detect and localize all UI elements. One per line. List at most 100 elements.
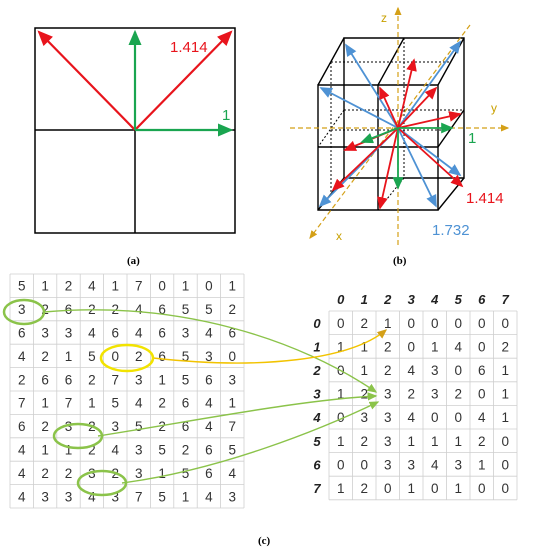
left-grid-cell: 0 xyxy=(205,279,213,294)
left-grid-cell: 1 xyxy=(41,443,49,458)
right-grid-cell: 0 xyxy=(454,410,462,425)
right-grid-cell: 0 xyxy=(431,410,439,425)
left-grid-cell: 3 xyxy=(135,372,143,387)
left-grid-cell: 5 xyxy=(88,349,96,364)
highlight-row7 xyxy=(52,422,104,450)
right-grid-cell: 2 xyxy=(407,387,415,402)
z-axis-label: z xyxy=(381,11,387,25)
left-grid-cell: 4 xyxy=(88,489,96,504)
right-grid-cell: 6 xyxy=(478,363,486,378)
caption-a: (a) xyxy=(127,255,140,267)
left-grid-cell: 4 xyxy=(205,396,213,411)
right-grid-col-header: 5 xyxy=(455,292,463,307)
left-grid-cell: 2 xyxy=(18,372,26,387)
left-grid-cell: 3 xyxy=(229,372,237,387)
left-grid-cell: 2 xyxy=(41,349,49,364)
left-grid-cell: 2 xyxy=(65,466,73,481)
left-grid-cell: 6 xyxy=(41,372,49,387)
left-grid-cell: 3 xyxy=(112,419,120,434)
right-grid-row-header: 2 xyxy=(312,363,321,378)
right-grid-cell: 3 xyxy=(431,363,439,378)
left-grid-cell: 4 xyxy=(205,326,213,341)
left-grid-cell: 6 xyxy=(182,419,190,434)
blue-length-label: 1.732 xyxy=(432,222,470,239)
left-grid-cell: 7 xyxy=(65,396,73,411)
right-grid-cell: 2 xyxy=(360,481,368,496)
left-grid-cell: 3 xyxy=(41,326,49,341)
right-grid-cell: 3 xyxy=(360,410,368,425)
right-grid-cell: 0 xyxy=(501,481,509,496)
left-grid-cell: 5 xyxy=(205,302,213,317)
left-grid-cell: 3 xyxy=(65,326,73,341)
y-axis-label: y xyxy=(491,101,497,115)
highlight-ellipses xyxy=(2,298,155,497)
right-grid-row-header: 0 xyxy=(313,316,321,331)
right-grid-cell: 1 xyxy=(337,387,345,402)
right-grid-col-header: 1 xyxy=(361,292,368,307)
right-grid-cell: 2 xyxy=(360,434,368,449)
left-grid-cell: 6 xyxy=(158,302,166,317)
left-grid-cell: 6 xyxy=(18,326,26,341)
connector-arrows xyxy=(43,309,388,484)
right-grid-cell: 3 xyxy=(454,457,462,472)
left-grid-cell: 4 xyxy=(18,466,26,481)
left-grid-cell: 2 xyxy=(158,396,166,411)
x-axis-label: x xyxy=(336,229,342,243)
right-grid-cell: 1 xyxy=(337,481,345,496)
right-grid-cell: 1 xyxy=(407,434,415,449)
left-grid-cell: 4 xyxy=(18,489,26,504)
right-grid-cell: 2 xyxy=(384,363,392,378)
right-grid-cell: 0 xyxy=(431,316,439,331)
right-grid-cell: 3 xyxy=(384,410,392,425)
right-grid-cell: 0 xyxy=(454,363,462,378)
left-grid-cell: 4 xyxy=(88,279,96,294)
left-grid-cell: 6 xyxy=(112,326,120,341)
left-grid-cell: 3 xyxy=(41,489,49,504)
right-grid-cell: 3 xyxy=(384,434,392,449)
left-grid-cell: 4 xyxy=(135,302,143,317)
right-grid-cell: 0 xyxy=(337,457,345,472)
right-grid-cell: 2 xyxy=(478,434,486,449)
left-grid-cell: 4 xyxy=(88,326,96,341)
right-grid-col-header: 4 xyxy=(430,292,439,307)
left-grid-cell: 0 xyxy=(112,349,120,364)
left-grid-cell: 4 xyxy=(205,419,213,434)
left-grid-cell: 5 xyxy=(158,489,166,504)
right-grid-cell: 4 xyxy=(407,410,415,425)
right-grid-row-header: 4 xyxy=(312,410,321,425)
left-grid-cell: 4 xyxy=(18,349,26,364)
left-grid-cell: 6 xyxy=(205,372,213,387)
right-grid-cell: 0 xyxy=(407,339,415,354)
right-grid-cell: 0 xyxy=(478,387,486,402)
right-grid-cell: 0 xyxy=(360,457,368,472)
left-grid-cell: 5 xyxy=(182,349,190,364)
left-grid-cell: 2 xyxy=(229,302,237,317)
right-grid-cell: 0 xyxy=(501,316,509,331)
right-grid-col-header: 2 xyxy=(383,292,392,307)
left-grid-cell: 2 xyxy=(182,443,190,458)
green-length-label: 1 xyxy=(468,130,476,147)
connector-row2-to-cell xyxy=(43,309,378,393)
right-grid-cell: 2 xyxy=(360,316,368,331)
right-grid-cell: 3 xyxy=(407,457,415,472)
left-grid-cell: 1 xyxy=(88,396,96,411)
left-grid-cell: 3 xyxy=(182,326,190,341)
right-grid-cell: 0 xyxy=(501,434,509,449)
right-grid-cell: 1 xyxy=(454,434,462,449)
connector-row9-to-cell xyxy=(121,401,380,484)
left-grid-cell: 6 xyxy=(18,419,26,434)
right-grid-cell: 1 xyxy=(454,481,462,496)
caption-b: (b) xyxy=(393,255,407,267)
left-grid-cell: 1 xyxy=(229,279,237,294)
left-grid-cell: 5 xyxy=(135,419,143,434)
left-grid-cell: 6 xyxy=(205,443,213,458)
left-grid-cell: 4 xyxy=(112,443,120,458)
diagonal-arrow-left xyxy=(37,30,136,131)
right-grid-cell: 1 xyxy=(501,410,509,425)
left-grid-cell: 3 xyxy=(229,489,237,504)
right-grid-cell: 4 xyxy=(454,339,462,354)
green-vectors xyxy=(360,122,454,190)
right-grid-cell: 4 xyxy=(478,410,486,425)
right-grid-row-header: 5 xyxy=(313,434,321,449)
